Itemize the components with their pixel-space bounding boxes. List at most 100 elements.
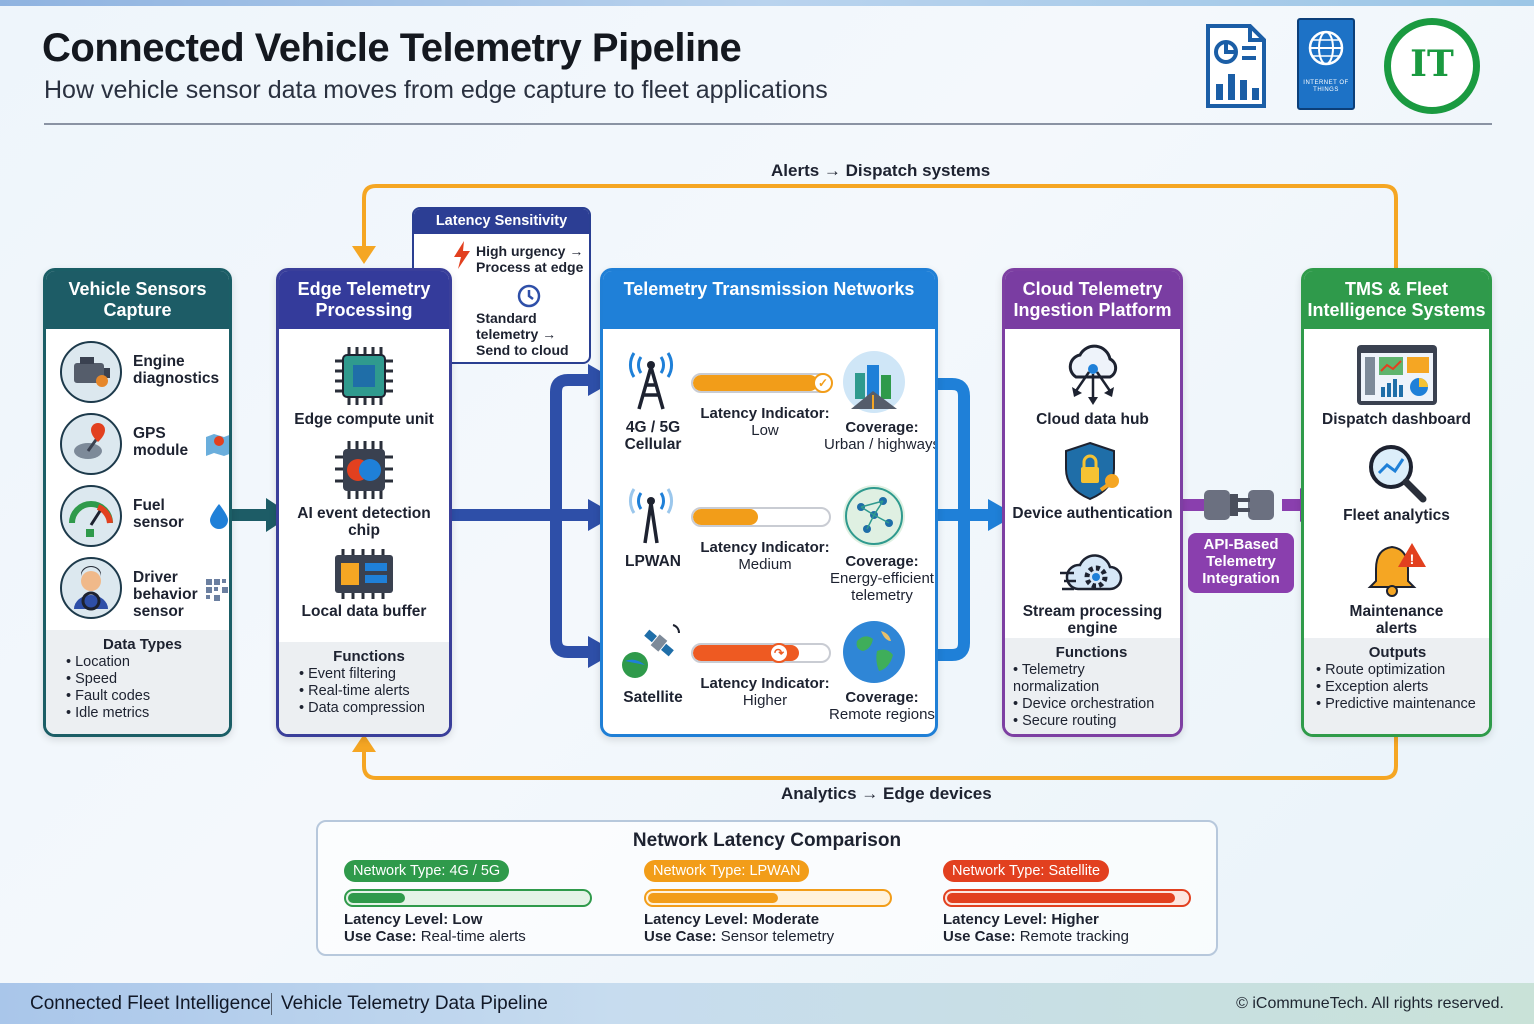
network-row-lpwan: LPWAN Latency Indicator:Medium Coverage:… [613,485,934,605]
edge-function-item: Data compression [299,700,439,717]
latency-comparison: Network Latency Comparison Network Type:… [316,820,1218,956]
latency-indicator: Latency Indicator:Higher [700,675,830,709]
sensor-gps: GPS module [60,413,229,477]
latency-bar [691,373,831,393]
data-type-item: Fault codes [66,688,219,705]
network-row-cellular: 4G / 5G Cellular ✓ Latency Indicator:Low… [613,351,935,471]
sensor-driver: Driver behavior sensor [60,557,229,621]
latency-fill [693,509,759,525]
page-footer: Connected Fleet Intelligence Vehicle Tel… [0,983,1534,1024]
standard-telemetry-text: Standard telemetry → Send to cloud [476,310,569,358]
edge-item-label: AI event detection chip [297,505,431,539]
edge-item-label: Local data buffer [301,603,427,620]
edge-functions-footer: Functions Event filtering Real-time aler… [279,642,449,734]
city-skyline-icon [843,351,905,413]
sensor-fuel: Fuel sensor [60,485,229,549]
footer-left-text: Connected Fleet Intelligence [30,993,271,1014]
comparison-column: Network Type: 4G / 5G Latency Level: Low… [344,860,604,950]
coverage-indicator: Coverage:Energy-efficient telemetry [830,553,934,604]
comparison-bar [344,889,592,907]
cloud-item-auth: Device authentication [1005,441,1180,522]
footer-separator [271,993,272,1015]
cell-tower-icon [629,352,673,410]
data-types-title: Data Types [103,636,182,653]
use-case-line: Use Case: Sensor telemetry [644,928,835,945]
cloud-hub-icon [1068,344,1117,405]
edge-function-item: Real-time alerts [299,683,439,700]
top-accent-strip [0,0,1534,6]
edge-item-buffer: Local data buffer [279,549,449,620]
tms-fleet-title: TMS & Fleet Intelligence Systems [1304,271,1489,329]
chip-icon [335,347,393,405]
footer-copyright: © iCommuneTech. All rights reserved. [1236,995,1504,1012]
vehicle-sensors-title: Vehicle Sensors Capture [46,271,229,329]
cloud-function-item: Secure routing [1013,713,1170,730]
gps-icon [60,413,122,475]
driver-icon [60,557,122,619]
svg-text:!: ! [1409,551,1414,567]
sensor-engine: Engine diagnostics [60,341,229,405]
cloud-function-item: Device orchestration [1013,696,1170,713]
network-name: 4G / 5G Cellular [624,419,682,453]
api-integration-label: API-Based Telemetry Integration [1188,533,1294,593]
iot-logo-text: INTERNET OF THINGS [1303,80,1349,93]
latency-level-line: Latency Level: Higher [943,911,1099,928]
vehicle-sensors-panel: Vehicle Sensors Capture Engine diagnosti… [43,268,232,737]
cloud-function-item: Telemetry normalization [1013,662,1170,696]
earth-globe-icon [843,621,905,683]
use-case-line: Use Case: Real-time alerts [344,928,526,945]
comparison-bar [644,889,892,907]
comparison-fill [947,893,1175,903]
satellite-icon [622,624,680,678]
latency-bar [691,507,831,527]
page-title: Connected Vehicle Telemetry Pipeline [42,26,742,70]
network-type-pill: Network Type: Satellite [943,860,1110,882]
latency-fill [693,375,819,391]
clock-icon [517,284,541,308]
use-case-line: Use Case: Remote tracking [943,928,1129,945]
redirect-badge-icon: ↷ [769,643,789,663]
cloud-ingestion-title: Cloud Telemetry Ingestion Platform [1005,271,1180,329]
magnifier-chart-icon [1368,445,1426,503]
dashboard-icon [1356,345,1437,405]
analytics-loop-label: Analytics → Edge devices [781,784,992,803]
transmission-networks-panel: Telemetry Transmission Networks 4G / 5G … [600,268,938,737]
lpwan-antenna-icon [629,488,673,544]
latency-check-title: Latency Sensitivity Check [414,209,589,254]
sensor-label: Fuel sensor [133,497,184,531]
check-badge-icon: ✓ [813,373,833,393]
tms-outputs-title: Outputs [1368,644,1427,661]
fuel-gauge-icon [60,485,122,547]
latency-level-line: Latency Level: Moderate [644,911,820,928]
sensor-label: Engine diagnostics [133,353,220,387]
tms-item-analytics: Fleet analytics [1304,441,1489,524]
edge-processing-panel: Edge Telemetry Processing Edge compute u… [276,268,452,737]
network-mesh-icon [843,485,905,547]
signal-grid-icon [206,579,228,601]
alerts-loop-label: Alerts → Dispatch systems [771,161,991,180]
transmission-networks-title: Telemetry Transmission Networks [603,271,935,329]
analytics-loop-arrow [362,737,1398,780]
edge-item-ai-chip: AI event detection chip [279,439,449,539]
data-types-footer: Data Types Location Speed Fault codes Id… [46,630,229,734]
cloud-gear-icon [1059,554,1122,591]
tms-output-item: Route optimization [1316,662,1479,679]
edge-function-item: Event filtering [299,666,439,683]
map-pin-icon [206,434,229,456]
network-name: LPWAN [625,553,681,570]
coverage-indicator: Coverage:Urban / highways [824,419,938,453]
latency-level-line: Latency Level: Low [344,911,483,928]
footer-middle-text: Vehicle Telemetry Data Pipeline [281,993,548,1014]
internet-of-things-logo: INTERNET OF THINGS [1297,18,1355,110]
it-brand-logo: IT [1384,18,1480,114]
network-row-satellite: Satellite ↷ Latency Indicator:Higher Cov… [613,621,935,734]
tms-item-maintenance: ! Maintenance alerts [1304,539,1489,637]
tms-output-item: Predictive maintenance [1316,696,1479,713]
bell-warning-icon: ! [1367,543,1426,597]
cloud-item-hub: Cloud data hub [1005,343,1180,428]
tms-item-label: Dispatch dashboard [1322,411,1471,428]
latency-comparison-title: Network Latency Comparison [632,830,902,851]
report-document-icon [1206,24,1266,108]
tms-item-dashboard: Dispatch dashboard [1304,343,1489,428]
memory-buffer-icon [335,549,393,599]
